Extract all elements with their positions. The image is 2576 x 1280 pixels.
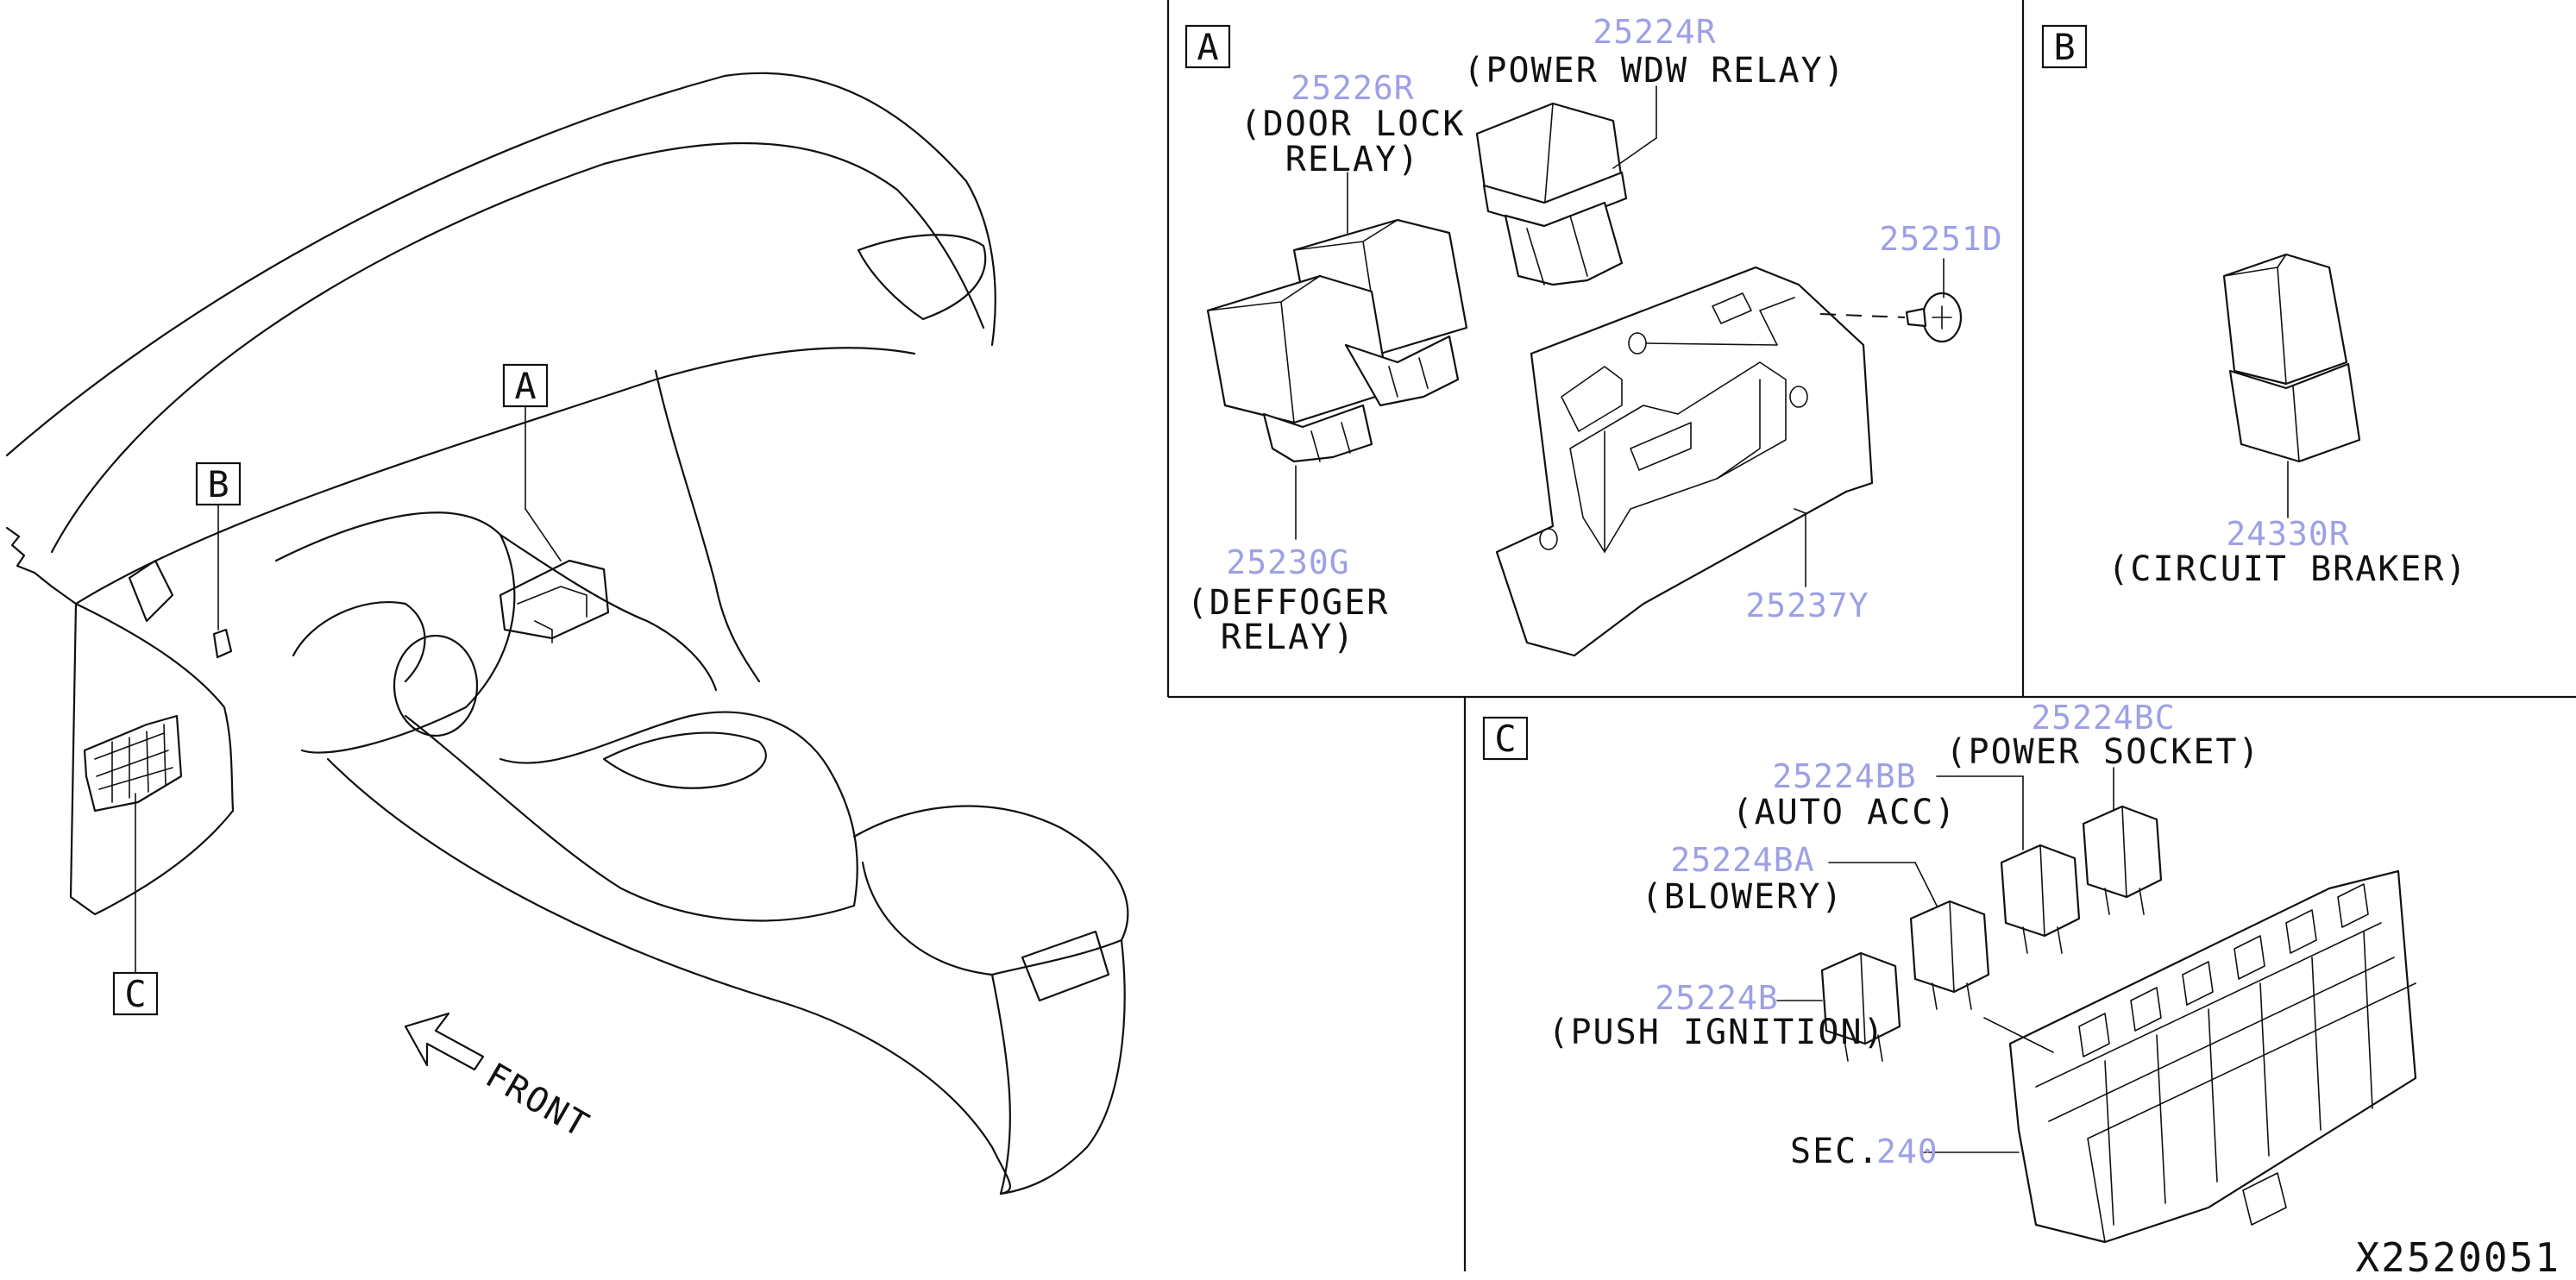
section-c-leaders (1776, 767, 2114, 1153)
fuse-block-part (2008, 869, 2417, 1244)
power-socket-part-number: 25224BC (2031, 699, 2175, 737)
power-socket-label: (POWER SOCKET) (1945, 732, 2260, 772)
callout-b-letter: B (207, 463, 229, 505)
dashboard-overview-drawing (5, 72, 1129, 1195)
callout-c-letter: C (124, 973, 146, 1015)
circuit-breaker-part (2222, 253, 2361, 463)
blowery-part-number: 25224BA (1670, 841, 1814, 879)
relay-bracket-part (1495, 266, 1874, 657)
section-a-letter: A (1197, 26, 1218, 68)
screw-part-number: 25251D (1879, 220, 2002, 258)
section-ref-prefix: SEC. (1790, 1132, 1880, 1171)
defogger-relay-label-1: (DEFFOGER (1187, 583, 1390, 623)
push-ignition-label: (PUSH IGNITION) (1548, 1013, 1885, 1052)
bracket-part-number: 25237Y (1745, 587, 1869, 624)
front-arrow: FRONT (404, 1012, 596, 1146)
power-wdw-relay-label: (POWER WDW RELAY) (1463, 51, 1845, 91)
blowery-label: (BLOWERY) (1642, 877, 1844, 917)
section-ref-number[interactable]: 240 (1876, 1133, 1938, 1170)
callout-c: C (112, 793, 159, 1016)
section-b-letter: B (2053, 26, 2075, 68)
door-lock-relay-label-2: RELAY) (1285, 140, 1421, 179)
auto-acc-label: (AUTO ACC) (1732, 793, 1957, 832)
front-label: FRONT (479, 1056, 596, 1146)
push-ignition-part-number: 25224B (1655, 979, 1778, 1017)
section-frames (1166, 0, 2576, 1271)
door-lock-relay-part-number: 25226R (1291, 69, 1414, 107)
power-wdw-relay-part-number: 25224R (1593, 13, 1716, 51)
door-lock-relay-label-1: (DOOR LOCK (1241, 104, 1466, 144)
circuit-breaker-label: (CIRCUIT BRAKER) (2108, 549, 2467, 589)
section-c-letter: C (1494, 718, 1516, 760)
door-lock-defogger-relays (1206, 218, 1468, 463)
callout-a-letter: A (514, 365, 536, 407)
circuit-breaker-part-number: 24330R (2226, 515, 2349, 553)
defogger-relay-label-2: RELAY) (1221, 618, 1356, 657)
power-wdw-relay-part (1475, 102, 1628, 286)
diagram-id: X2520051 (2355, 1234, 2560, 1280)
auto-acc-part-number: 25224BB (1772, 757, 1916, 795)
section-a: A (1184, 13, 2002, 657)
section-b: B 24330R (CIRCUIT BRAKER) (2041, 24, 2467, 589)
defogger-relay-part-number: 25230G (1226, 543, 1349, 581)
section-c-relays (1820, 805, 2163, 1062)
callout-b: B (195, 461, 242, 631)
section-a-leaders (1295, 85, 1945, 587)
section-c: C (1482, 699, 2417, 1244)
callout-a: A (502, 363, 562, 562)
screw-part (1645, 292, 1963, 346)
